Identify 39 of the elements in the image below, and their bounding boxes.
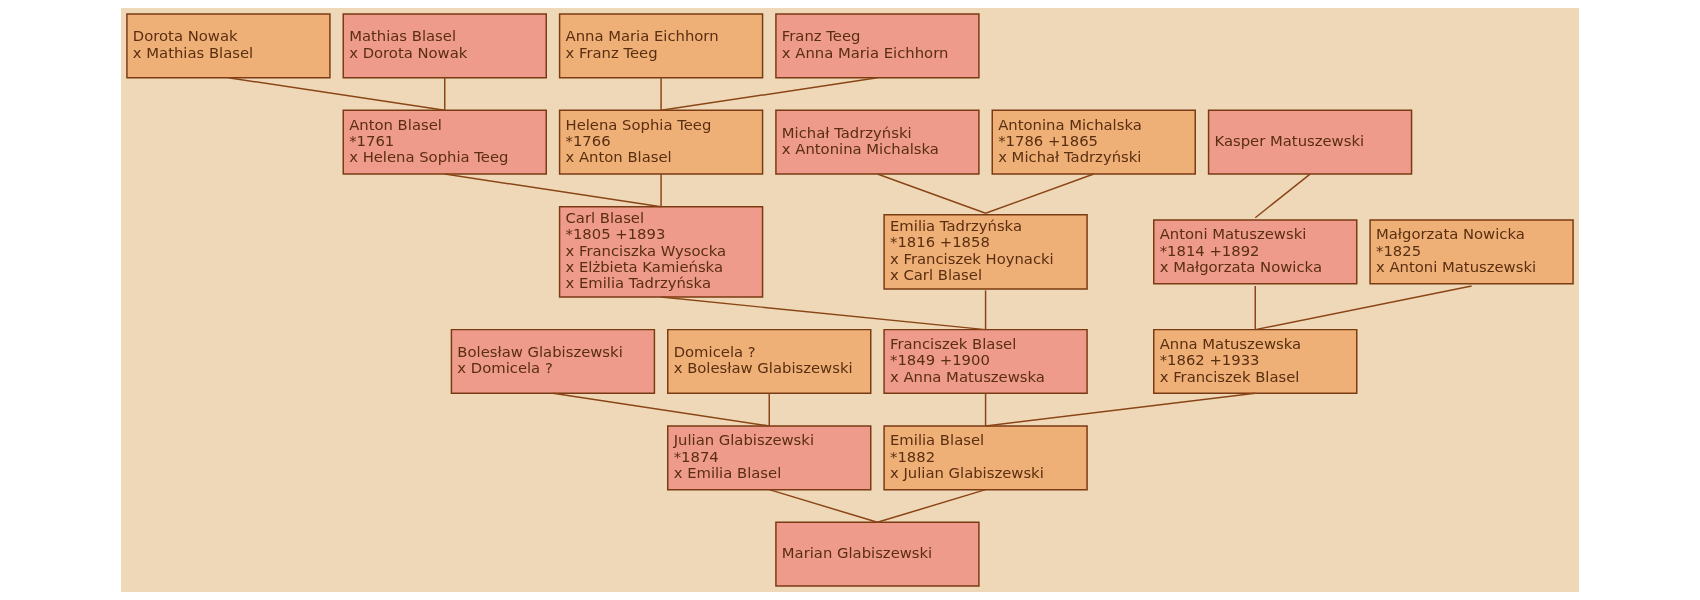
connector (1254, 285, 1473, 331)
node-box: Emilia Blasel *1882 x Julian Glabiszewski (883, 425, 1088, 491)
connector (984, 392, 1256, 427)
node-box: Kasper Matuszewski (1207, 109, 1413, 175)
connector (660, 173, 662, 208)
connector (984, 392, 987, 427)
node-box: Michał Tadrzyński x Antonina Michalska (775, 109, 980, 175)
connector (660, 77, 662, 112)
node-box: Anna Maria Eichhorn x Franz Teeg (558, 13, 764, 79)
connector (876, 488, 987, 523)
node-box: Anton Blasel *1761 x Helena Sophia Teeg (342, 109, 547, 175)
node-box: Carl Blasel *1805 +1893 x Franciszka Wysocka x Elżbieta Kamieńska x Emilia Tadrzyńska (558, 205, 764, 298)
connector (227, 77, 446, 112)
connector (444, 173, 662, 208)
node-box: Emilia Tadrzyńska *1816 +1858 x Franciszek Hoynacki x Carl Blasel (883, 214, 1088, 290)
connector (768, 488, 879, 523)
connector (768, 392, 770, 427)
connector (444, 77, 446, 112)
node-box: Domicela ? x Bolesław Glabiszewski (667, 328, 872, 395)
connector (1254, 173, 1311, 219)
connector (660, 296, 987, 331)
connector (876, 173, 987, 215)
node-box: Małgorzata Nowicka *1825 x Antoni Matuszewski (1369, 219, 1574, 285)
node-box: Antonina Michalska *1786 +1865 x Michał Tadrzyński (991, 109, 1196, 175)
node-box: Anna Matuszewska *1862 +1933 x Franciszek Blasel (1153, 328, 1358, 395)
node-box: Julian Glabiszewski *1874 x Emilia Blasel (667, 425, 872, 491)
connector (984, 289, 987, 331)
connector (660, 77, 879, 112)
node-box: Franciszek Blasel *1849 +1900 x Anna Matuszewska (883, 328, 1088, 395)
node-box: Dorota Nowak x Mathias Blasel (126, 13, 331, 79)
node-box: Helena Sophia Teeg *1766 x Anton Blasel (558, 109, 764, 175)
node-box: Bolesław Glabiszewski x Domicela ? (450, 328, 656, 395)
connector (984, 173, 1095, 215)
connector (552, 392, 770, 427)
node-box: Franz Teeg x Anna Maria Eichhorn (775, 13, 980, 79)
node-box: Antoni Matuszewski *1814 +1892 x Małgorzata Nowicka (1153, 219, 1358, 285)
node-box: Mathias Blasel x Dorota Nowak (342, 13, 547, 79)
node-box: Marian Glabiszewski (775, 521, 980, 587)
connector (1254, 285, 1256, 331)
